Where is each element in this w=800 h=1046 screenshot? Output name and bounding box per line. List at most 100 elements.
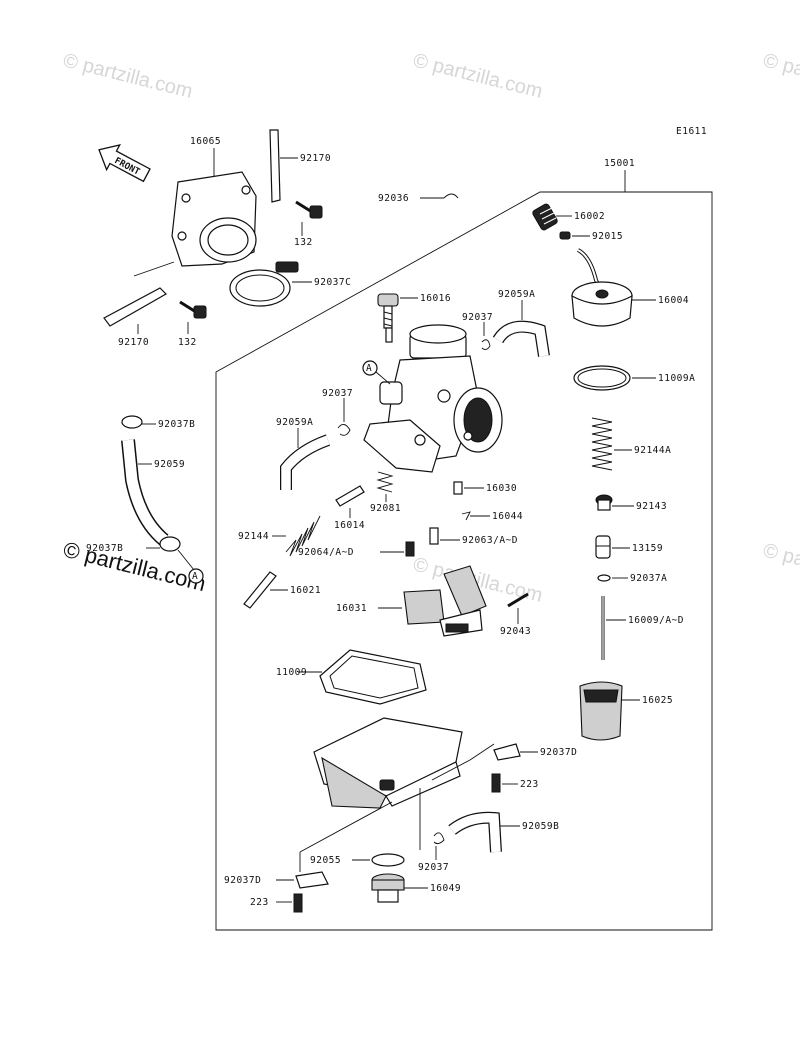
marker-a-left <box>188 568 204 584</box>
float-bowl <box>313 717 463 809</box>
watermark-mid-left: © partzilla.com <box>61 537 209 597</box>
clip-16044 <box>461 511 471 521</box>
label-16030: 16030 <box>486 483 517 494</box>
top-cap-16004 <box>571 248 633 327</box>
clip-92036 <box>443 193 459 199</box>
o-ring-11009A-inner <box>577 368 627 388</box>
label-92037-top: 92037 <box>462 312 493 323</box>
leader-bowl-left <box>299 801 393 853</box>
label-223-left: 223 <box>250 897 269 908</box>
hose-92059A-left <box>281 435 330 490</box>
label-92063: 92063/A~D <box>462 535 518 546</box>
part-13159 <box>595 535 611 559</box>
label-16021: 16021 <box>290 585 321 596</box>
screw-223-left <box>293 893 303 913</box>
watermark-top-left: © partzilla.com <box>61 50 195 103</box>
label-92144A: 92144A <box>634 445 671 456</box>
label-92037B-top: 92037B <box>158 419 195 430</box>
label-92055: 92055 <box>310 855 341 866</box>
label-16014: 16014 <box>334 520 365 531</box>
clip-92037B-bottom <box>159 536 181 552</box>
label-92081: 92081 <box>370 503 401 514</box>
label-92037D-right: 92037D <box>540 747 577 758</box>
diagram-code: E1611 <box>676 126 707 137</box>
nut-92015 <box>559 231 571 240</box>
label-132-bottom: 132 <box>178 337 197 348</box>
part-92143 <box>597 499 611 511</box>
bracket-92037D-left <box>295 871 329 889</box>
label-92059A-left: 92059A <box>276 417 313 428</box>
label-16065: 16065 <box>190 136 221 147</box>
leader-bowl-right-2 <box>469 743 495 761</box>
label-16025: 16025 <box>642 695 673 706</box>
label-11009: 11009 <box>276 667 307 678</box>
watermark-top-right: © partzilla.com <box>761 50 800 103</box>
label-11009A: 11009A <box>658 373 695 384</box>
cable-adjuster-16002 <box>532 203 558 231</box>
label-92143: 92143 <box>636 501 667 512</box>
label-92170-bottom: 92170 <box>118 337 149 348</box>
bolt-132-top <box>295 200 323 219</box>
clip-92037-top <box>481 339 491 351</box>
leader-marker-a-carb <box>375 371 391 385</box>
o-ring-92055 <box>371 853 405 867</box>
hose-92059 <box>122 439 168 545</box>
watermark-mid-right: © partzilla.com <box>761 540 800 593</box>
label-16009: 16009/A~D <box>628 615 684 626</box>
jet-92064 <box>405 541 415 557</box>
label-92043: 92043 <box>500 626 531 637</box>
choke-16016 <box>377 293 399 343</box>
throttle-valve-16025 <box>579 681 623 741</box>
label-13159: 13159 <box>632 543 663 554</box>
label-92059: 92059 <box>154 459 185 470</box>
label-92064: 92064/A~D <box>298 547 354 558</box>
holder-plate-top <box>269 129 281 203</box>
carburetor-body <box>363 324 503 473</box>
label-92059B: 92059B <box>522 821 559 832</box>
front-arrow: FRONT <box>98 143 151 183</box>
assembly-outline <box>215 191 713 931</box>
screw-16021 <box>243 571 277 609</box>
pin-92043 <box>507 592 529 608</box>
label-92037D-left: 92037D <box>224 875 261 886</box>
label-16031: 16031 <box>336 603 367 614</box>
label-16002: 16002 <box>574 211 605 222</box>
label-16049: 16049 <box>430 883 461 894</box>
bolt-132-bottom <box>179 300 207 319</box>
marker-a-carb-label: A <box>366 363 372 374</box>
marker-a-carb <box>362 360 378 376</box>
jet-16030 <box>453 481 463 495</box>
holder-plate-bottom <box>103 287 167 327</box>
hose-92059A-top <box>493 321 549 357</box>
spring-92081 <box>376 471 394 493</box>
label-92036: 92036 <box>378 193 409 204</box>
marker-a-left-label: A <box>192 571 198 582</box>
leader-bowl-right <box>431 759 471 781</box>
hose-92059B <box>449 813 501 853</box>
leader-holder-link <box>133 261 175 277</box>
screw-16014 <box>335 485 365 507</box>
clip-92037B-top <box>121 415 143 429</box>
drain-plug-16049 <box>371 873 405 903</box>
label-92144: 92144 <box>238 531 269 542</box>
float-16031 <box>403 565 487 637</box>
leader-marker-a-left <box>177 549 195 571</box>
clip-92037-bottom <box>433 832 445 845</box>
label-132-top: 132 <box>294 237 313 248</box>
label-16016: 16016 <box>420 293 451 304</box>
gasket-11009 <box>319 649 427 705</box>
label-92037B-bottom: 92037B <box>86 543 123 554</box>
spring-92144 <box>285 515 321 557</box>
label-92037-left: 92037 <box>322 388 353 399</box>
label-92170-top: 92170 <box>300 153 331 164</box>
label-92015: 92015 <box>592 231 623 242</box>
label-223-right: 223 <box>520 779 539 790</box>
label-92059A-top: 92059A <box>498 289 535 300</box>
label-92037-bottom: 92037 <box>418 862 449 873</box>
jet-92063 <box>429 527 439 545</box>
label-92037C: 92037C <box>314 277 351 288</box>
screw-223-right <box>491 773 501 793</box>
label-92037A: 92037A <box>630 573 667 584</box>
spring-92144A <box>591 417 613 471</box>
